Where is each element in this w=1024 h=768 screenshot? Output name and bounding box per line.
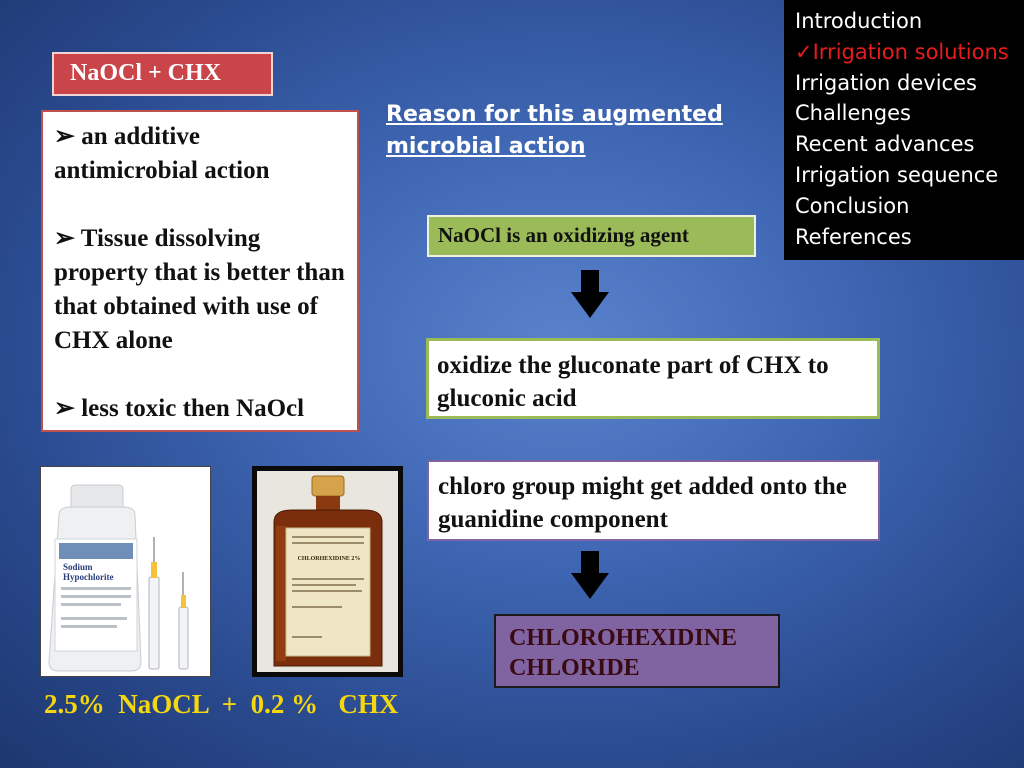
slide-menu: Introduction ✓Irrigation solutions Irrig…	[784, 0, 1024, 260]
naocl-bottle-photo: Sodium Hypochlorite	[40, 466, 211, 677]
result-line-2: CHLORIDE	[509, 655, 640, 681]
menu-item-references[interactable]: References	[795, 224, 912, 249]
flow-step-chloro-group: chloro group might get added onto the gu…	[427, 460, 880, 541]
bottle-label-hypochlorite: Hypochlorite	[63, 572, 114, 582]
bottle-label-sodium: Sodium	[63, 562, 93, 572]
bottle-label-chlorhexidine: CHLORHEXIDINE 2%	[297, 556, 361, 562]
menu-item-conclusion[interactable]: Conclusion	[795, 193, 910, 218]
menu-item-irrigation-devices[interactable]: Irrigation devices	[795, 70, 977, 95]
down-arrow-icon	[571, 551, 609, 599]
menu-item-challenges[interactable]: Challenges	[795, 101, 911, 126]
chx-bottle-photo: CHLORHEXIDINE 2%	[252, 466, 403, 677]
menu-item-introduction[interactable]: Introduction	[795, 9, 923, 33]
benefit-additive: ➢ an additive antimicrobial action	[54, 123, 270, 184]
result-line-1: CHLOROHEXIDINE	[509, 625, 738, 651]
benefit-tissue-dissolving: ➢ Tissue dissolving property that is bet…	[54, 225, 345, 354]
menu-item-irrigation-solutions[interactable]: ✓Irrigation solutions	[795, 39, 1009, 64]
benefit-less-toxic: ➢ less toxic then NaOcl	[54, 395, 305, 422]
menu-item-recent-advances[interactable]: Recent advances	[795, 132, 975, 157]
slide-title: NaOCl + CHX	[52, 52, 273, 96]
flow-step-oxidizing-agent: NaOCl is an oxidizing agent	[427, 215, 756, 257]
concentration-caption: 2.5% NaOCL + 0.2 % CHX	[44, 689, 399, 719]
benefits-box: ➢ an additive antimicrobial action ➢ Tis…	[41, 110, 359, 432]
flow-step-gluconate: oxidize the gluconate part of CHX to glu…	[426, 338, 880, 419]
down-arrow-icon	[571, 270, 609, 318]
menu-item-irrigation-sequence[interactable]: Irrigation sequence	[795, 162, 999, 187]
reason-heading: Reason for this augmented microbial acti…	[386, 102, 723, 159]
flow-result: CHLOROHEXIDINE CHLORIDE	[494, 614, 780, 688]
